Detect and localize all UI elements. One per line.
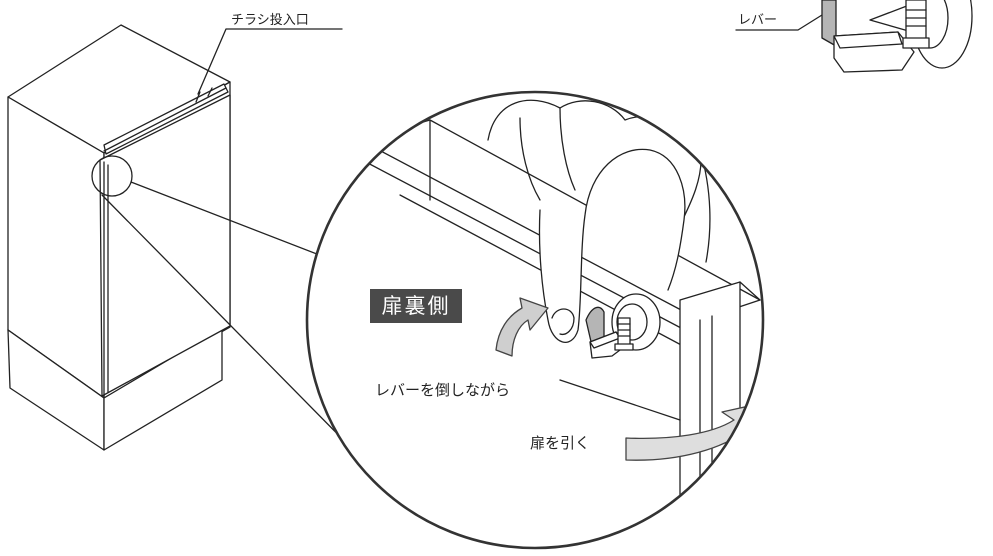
lever-leader-line bbox=[735, 9, 831, 31]
tilt-lever-instruction: レバーを倒しながら bbox=[375, 381, 511, 399]
zoom-content bbox=[359, 99, 761, 548]
door-back-side-label: 扉裏側 bbox=[370, 289, 462, 323]
push-arrow bbox=[495, 297, 549, 357]
zoom-circle-border bbox=[305, 90, 765, 550]
index-finger bbox=[538, 148, 686, 343]
pull-door-instruction: 扉を引く bbox=[530, 434, 591, 452]
lever-label: レバー bbox=[738, 13, 778, 28]
flyer-slot-label: チラシ投入口 bbox=[231, 13, 309, 28]
lever-screw bbox=[617, 317, 631, 347]
slot-leader-line bbox=[197, 28, 343, 95]
lever-detail-thumbnail bbox=[821, 0, 973, 73]
detail-marker-circle bbox=[91, 155, 133, 197]
zoom-connector-bottom bbox=[101, 194, 372, 469]
mailbox-cabinet bbox=[7, 24, 231, 451]
cabinet-door bbox=[99, 94, 231, 397]
